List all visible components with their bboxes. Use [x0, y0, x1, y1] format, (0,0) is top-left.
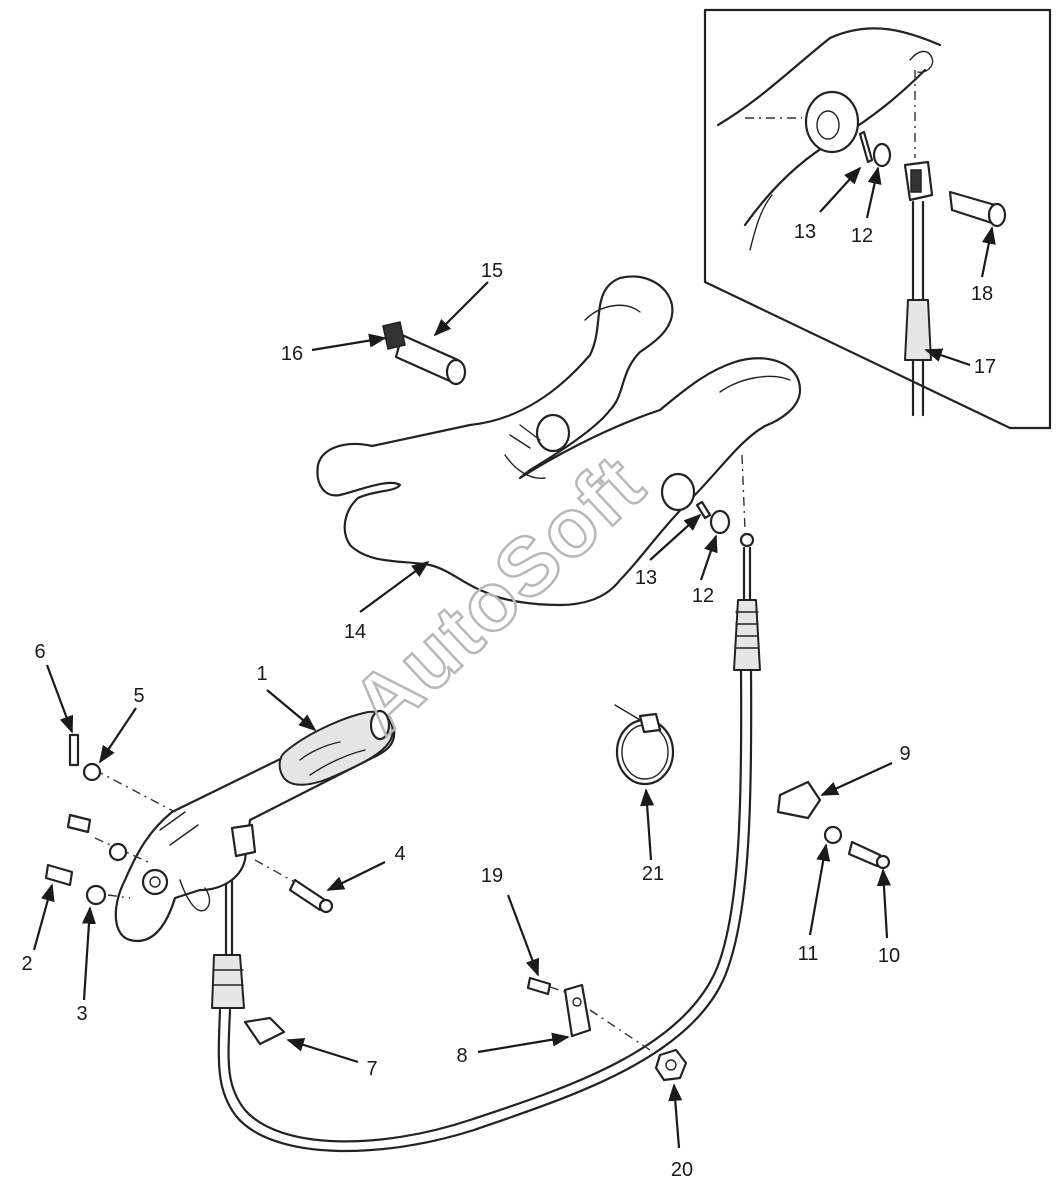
- pin-15: [382, 321, 467, 386]
- callout-7: 7: [366, 1058, 377, 1080]
- lever-fasteners: [44, 733, 334, 914]
- callout-6: 6: [34, 641, 45, 663]
- mounting-bracket: [316, 275, 802, 607]
- callout-3: 3: [76, 1003, 87, 1025]
- clamp-9-assembly: [776, 780, 891, 870]
- callout-16: 16: [281, 343, 303, 365]
- callout-12-inset: 12: [851, 225, 873, 247]
- cable-tie: [614, 704, 675, 786]
- callout-leaders: [32, 166, 996, 1149]
- callout-10: 10: [878, 945, 900, 967]
- callout-8: 8: [456, 1045, 467, 1067]
- callout-19: 19: [481, 865, 503, 887]
- hand-lever: [114, 709, 396, 943]
- callout-5: 5: [133, 685, 144, 707]
- callout-labels: 1 2 3 4 5 6 7 8 9 10 11 12 12 13 13 14 1…: [21, 221, 996, 1181]
- callout-1: 1: [256, 663, 267, 685]
- callout-9: 9: [899, 743, 910, 765]
- callout-11: 11: [798, 943, 819, 965]
- callout-17: 17: [974, 356, 996, 378]
- callout-4: 4: [394, 843, 405, 865]
- callout-12-lower: 12: [692, 585, 714, 607]
- callout-2: 2: [21, 953, 32, 975]
- clamp-8-assembly: [526, 976, 688, 1082]
- callout-14: 14: [344, 621, 366, 643]
- callout-20: 20: [671, 1159, 693, 1181]
- cotter-washer-lower: [695, 500, 731, 535]
- callout-18: 18: [971, 283, 993, 305]
- callout-15: 15: [481, 260, 503, 282]
- callout-21: 21: [642, 863, 664, 885]
- clip-7: [243, 1016, 286, 1046]
- callout-13-inset: 13: [794, 221, 816, 243]
- callout-13-lower: 13: [635, 567, 657, 589]
